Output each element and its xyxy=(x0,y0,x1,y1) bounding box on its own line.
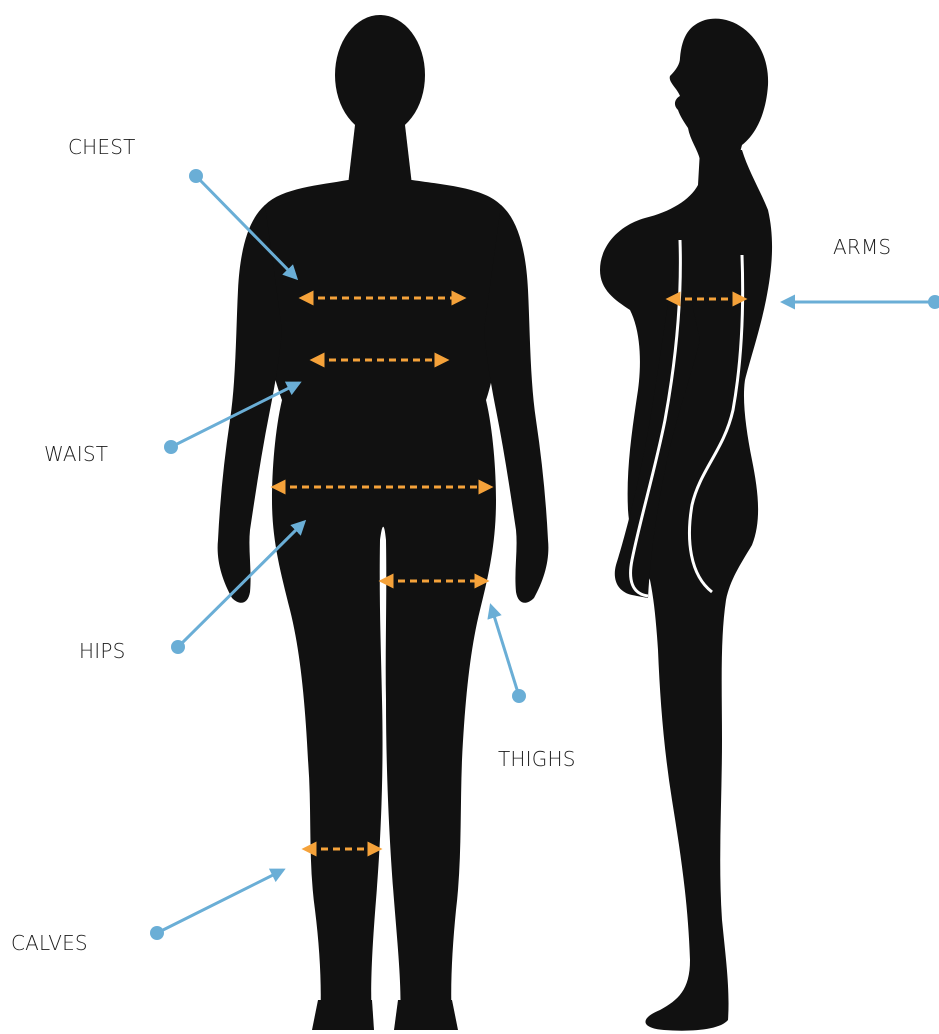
arms-pointer-arrow xyxy=(783,295,939,309)
thighs-label: THIGHS xyxy=(498,749,576,769)
hips-label: HIPS xyxy=(79,641,126,661)
waist-label: WAIST xyxy=(44,444,108,464)
chest-label: CHEST xyxy=(68,137,136,157)
calves-label: CALVES xyxy=(11,933,88,953)
arms-label: ARMS xyxy=(833,237,891,257)
side-body-silhouette-icon xyxy=(600,19,772,1031)
thighs-pointer-arrow xyxy=(491,606,526,703)
calves-pointer-arrow xyxy=(150,870,283,940)
